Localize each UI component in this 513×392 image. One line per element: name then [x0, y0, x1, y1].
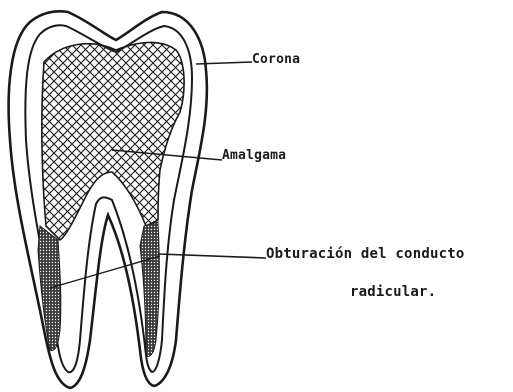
- label-obturacion-line2: radicular.: [350, 284, 436, 300]
- label-obturacion-line1: Obturación del conducto: [266, 246, 464, 262]
- label-corona: Corona: [252, 52, 300, 67]
- label-amalgama: Amalgama: [222, 148, 286, 163]
- root-canal-filling-left: [38, 226, 61, 350]
